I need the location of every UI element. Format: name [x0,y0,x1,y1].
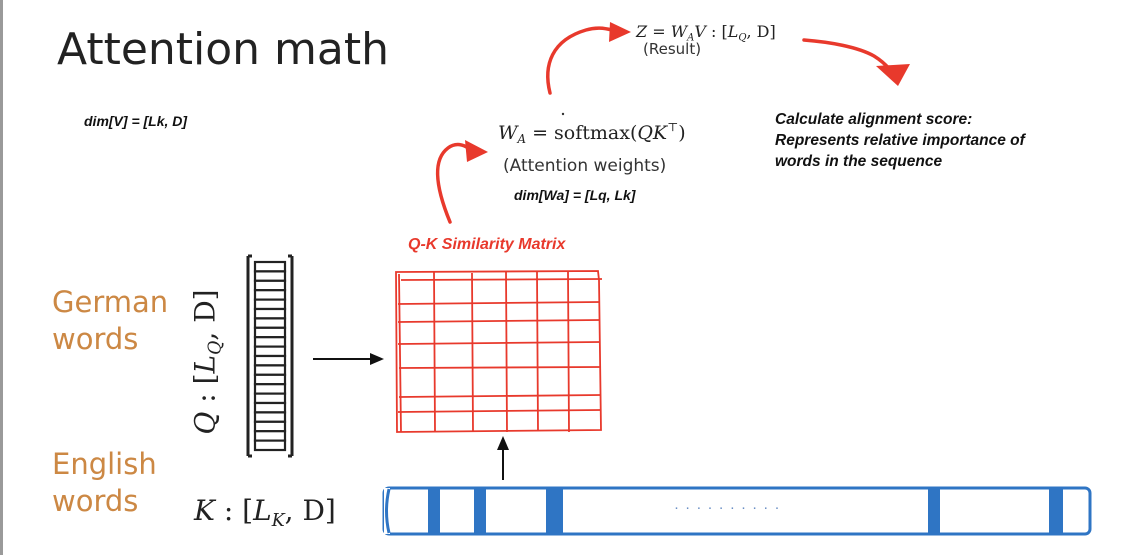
dim-v-note: dim[V] = [Lk, D] [84,113,188,129]
q-vector-cell [253,270,287,282]
q-vector-cell [253,307,287,320]
q-vector-cell [253,326,287,339]
q-vector-cell [253,279,287,292]
alignment-note-line-3: words in the sequence [775,153,943,170]
q-vector-cell [253,354,287,367]
q-vector-cell [253,439,287,452]
q-vector-cell [253,289,287,301]
dim-wa-note: dim[Wa] = [Lq, Lk] [514,187,636,203]
result-caption: (Result) [643,40,702,58]
q-vector-cell [253,392,287,405]
alignment-score-note: Calculate alignment score: Represents re… [775,109,1025,172]
alignment-note-line-1: Calculate alignment score: [775,111,973,128]
stray-dot [561,112,565,116]
similarity-matrix-label: Q-K Similarity Matrix [408,236,566,253]
alignment-note-line-2: Represents relative importance of [775,132,1025,149]
q-vector-cell [253,411,287,423]
curved-arrow-to-weights [436,140,488,224]
q-vector-cell [253,373,287,386]
k-vector [382,486,1092,536]
k-vector-ellipsis: · · · · · · · · · · [674,499,781,516]
similarity-matrix [395,270,603,433]
q-to-matrix-arrow [313,353,384,365]
q-vector [246,254,294,458]
slide-title: Attention math [57,24,390,75]
q-vector-cell [253,336,287,348]
attention-weights-caption: (Attention weights) [503,156,667,176]
q-vector-cell [253,317,287,329]
q-vector-cell [253,383,287,395]
q-vector-cell [253,401,287,414]
q-vector-cell [253,364,287,376]
k-to-matrix-arrow [497,436,509,480]
curved-arrow-to-note [802,38,910,86]
k-dimension-label: K : [LK, D] [194,494,336,532]
result-equation: Z = WAV : [LQ, D] [636,22,776,44]
q-vector-cell [253,430,287,442]
q-vector-cell [253,260,287,273]
q-vector-cell [253,298,287,311]
q-vector-cell [253,345,287,358]
left-frame-border [0,0,3,555]
curved-arrow-to-result [546,22,631,95]
attention-weights-equation: WA = softmax(QK⊤) [498,119,686,147]
q-vector-cell [253,420,287,433]
